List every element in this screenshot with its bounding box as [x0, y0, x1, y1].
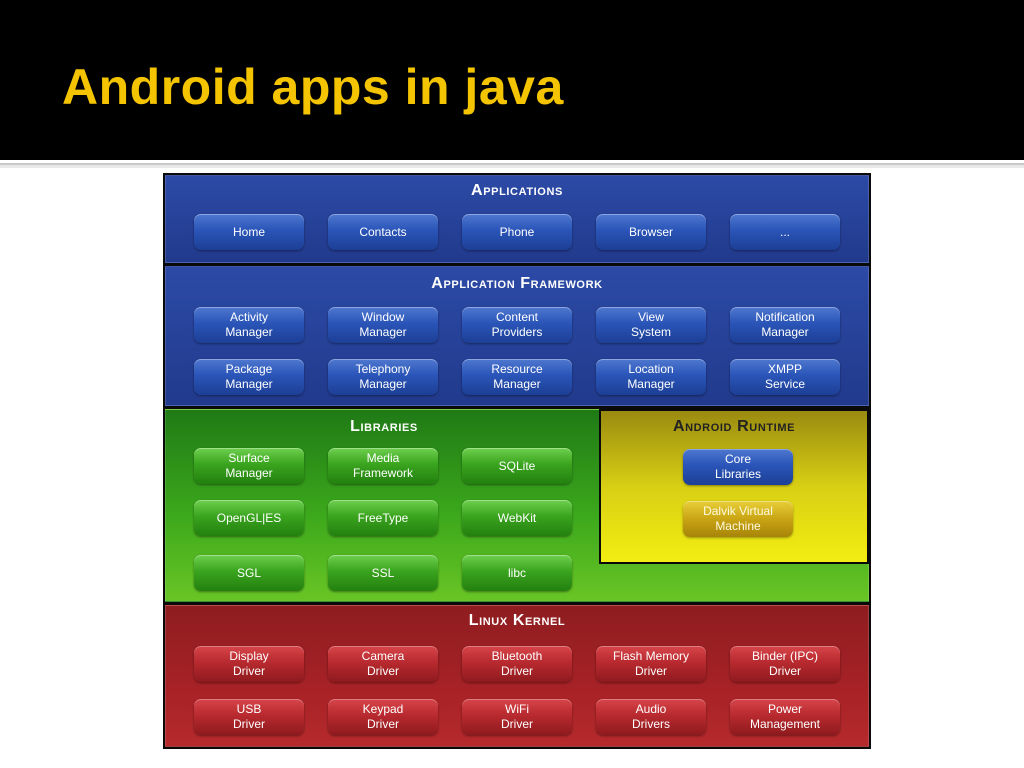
applications-title: Applications: [471, 182, 563, 199]
fw-xmpp-service: XMPP Service: [730, 359, 840, 395]
kernel-layer: Linux Kernel Display Driver Camera Drive…: [165, 605, 869, 747]
runtime-layer: Android Runtime Core Libraries Dalvik Vi…: [599, 409, 869, 564]
lib-surface-manager: Surface Manager: [194, 448, 304, 484]
libraries-title: Libraries: [350, 418, 418, 435]
kernel-title: Linux Kernel: [468, 612, 566, 629]
app-contacts: Contacts: [328, 214, 438, 250]
rt-core-libraries: Core Libraries: [683, 449, 793, 485]
fw-location-manager: Location Manager: [596, 359, 706, 395]
header-divider: [0, 163, 1024, 168]
krn-usb-driver: USB Driver: [194, 699, 304, 735]
lib-webkit: WebKit: [462, 500, 572, 536]
lib-media-framework: Media Framework: [328, 448, 438, 484]
framework-layer: Application Framework Activity Manager W…: [165, 266, 869, 406]
lib-sgl: SGL: [194, 555, 304, 591]
framework-title: Application Framework: [431, 275, 603, 292]
app-home: Home: [194, 214, 304, 250]
fw-activity-manager: Activity Manager: [194, 307, 304, 343]
applications-layer: Applications Home Contacts Phone Browser…: [165, 175, 869, 263]
rt-dalvik-vm: Dalvik Virtual Machine: [683, 501, 793, 537]
fw-view-system: View System: [596, 307, 706, 343]
krn-audio-drivers: Audio Drivers: [596, 699, 706, 735]
lib-libc: libc: [462, 555, 572, 591]
krn-binder-ipc-driver: Binder (IPC) Driver: [730, 646, 840, 682]
runtime-title: Android Runtime: [672, 418, 796, 435]
krn-display-driver: Display Driver: [194, 646, 304, 682]
fw-package-manager: Package Manager: [194, 359, 304, 395]
lib-freetype: FreeType: [328, 500, 438, 536]
lib-sqlite: SQLite: [462, 448, 572, 484]
fw-resource-manager: Resource Manager: [462, 359, 572, 395]
fw-window-manager: Window Manager: [328, 307, 438, 343]
slide-header: Android apps in java: [0, 0, 1024, 160]
lib-opengl-es: OpenGL|ES: [194, 500, 304, 536]
krn-flash-memory-driver: Flash Memory Driver: [596, 646, 706, 682]
fw-notification-manager: Notification Manager: [730, 307, 840, 343]
krn-keypad-driver: Keypad Driver: [328, 699, 438, 735]
krn-wifi-driver: WiFi Driver: [462, 699, 572, 735]
android-architecture-diagram: Applications Home Contacts Phone Browser…: [163, 173, 871, 749]
fw-content-providers: Content Providers: [462, 307, 572, 343]
krn-bluetooth-driver: Bluetooth Driver: [462, 646, 572, 682]
app-phone: Phone: [462, 214, 572, 250]
lib-ssl: SSL: [328, 555, 438, 591]
slide-title: Android apps in java: [62, 59, 564, 115]
krn-power-management: Power Management: [730, 699, 840, 735]
app-more: ...: [730, 214, 840, 250]
fw-telephony-manager: Telephony Manager: [328, 359, 438, 395]
app-browser: Browser: [596, 214, 706, 250]
krn-camera-driver: Camera Driver: [328, 646, 438, 682]
